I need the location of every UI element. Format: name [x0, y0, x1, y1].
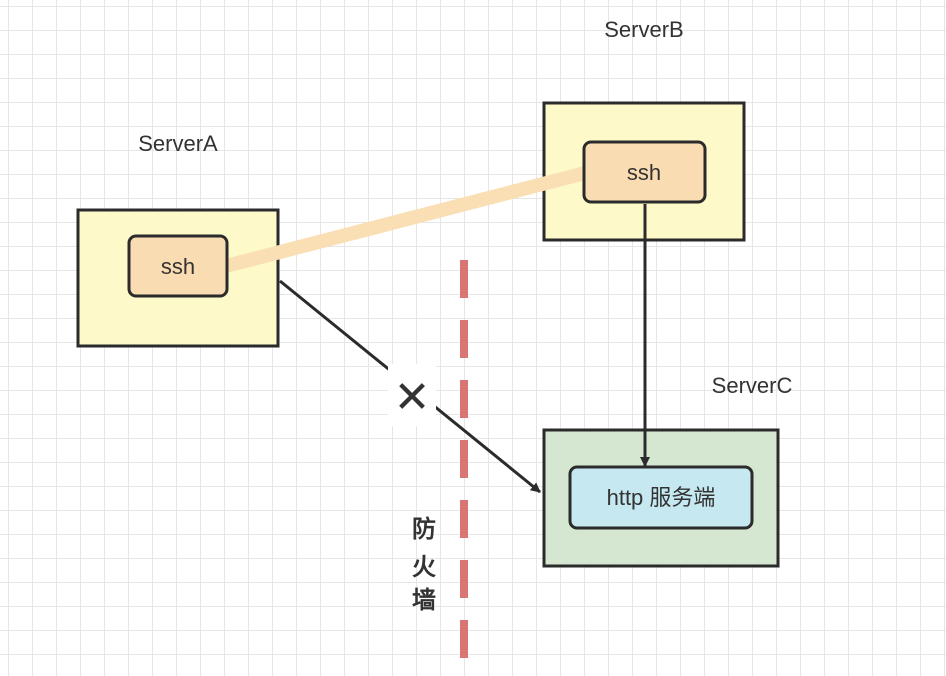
ssh-tunnel: [224, 166, 587, 273]
blocked-marker-bg: [388, 364, 436, 426]
server-c-http-label: http 服务端: [607, 485, 716, 510]
server-b-ssh-box: [582, 140, 707, 204]
server-b-ssh-label: ssh: [627, 160, 661, 185]
firewall-label-char-1: 防: [412, 515, 436, 543]
server-a-ssh-label: ssh: [161, 254, 195, 279]
server-a-ssh-box: [127, 234, 229, 298]
firewall-label-char-3: 墙: [412, 586, 436, 614]
server-a-title: ServerA: [138, 131, 218, 156]
server-c-title: ServerC: [712, 373, 793, 398]
blocked-x-icon: ✕: [394, 372, 431, 423]
firewall-label-char-2: 火: [412, 553, 436, 581]
server-c-http-box: [568, 465, 754, 530]
server-b-title: ServerB: [604, 17, 683, 42]
